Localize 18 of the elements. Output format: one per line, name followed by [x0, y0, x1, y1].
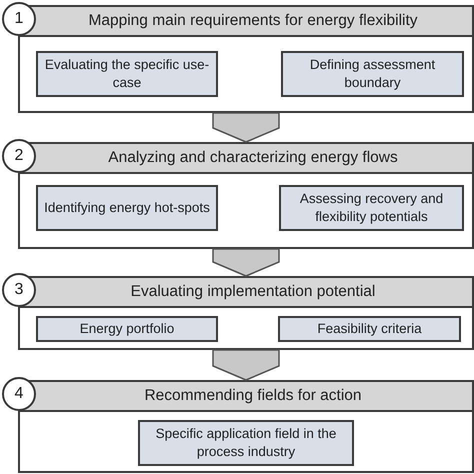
step-number: 1 [2, 2, 36, 36]
step-box: Defining assessment boundary [281, 51, 464, 97]
stage-heading: Mapping main requirements for energy flexibility [88, 12, 418, 30]
step-box: Feasibility criteria [278, 316, 461, 342]
step-number: 3 [2, 273, 36, 307]
step-number: 4 [2, 377, 36, 411]
stage-heading: Analyzing and characterizing energy flows [108, 149, 398, 167]
step-box: Identifying energy hot-spots [36, 185, 218, 231]
step-box: Assessing recovery and flexibility potentials [279, 185, 464, 231]
step-number: 2 [2, 139, 36, 173]
chevron-arrow [212, 248, 280, 277]
stage-heading: Recommending fields for action [144, 387, 362, 405]
step-box: Evaluating the specific use-case [36, 51, 218, 97]
step-box: Energy portfolio [36, 316, 218, 342]
chevron-arrow [212, 112, 280, 143]
chevron-arrow [212, 349, 280, 381]
step-box: Specific application field in the process industry [138, 420, 354, 466]
stage-heading: Evaluating implementation potential [130, 283, 376, 301]
